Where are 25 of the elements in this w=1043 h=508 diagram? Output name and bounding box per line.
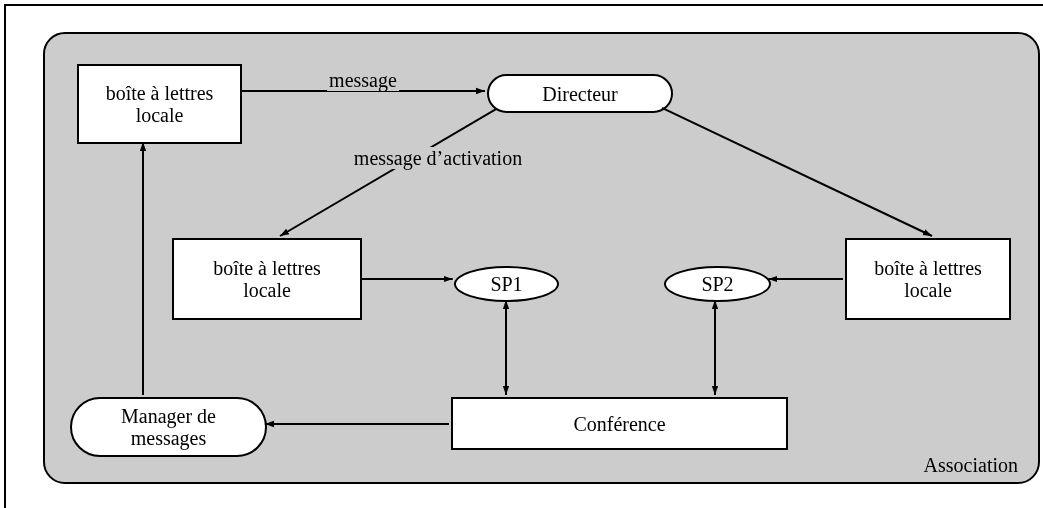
panel-title: Association: [923, 455, 1018, 475]
node-label: boîte à lettres locale: [873, 257, 983, 301]
node-label: boîte à lettres locale: [104, 82, 215, 126]
process-box: [77, 64, 242, 144]
node-label: Conférence: [572, 412, 667, 435]
node-label: Manager de messages: [120, 405, 217, 449]
rounded-box: [487, 74, 673, 113]
arrow: [139, 141, 147, 396]
node-label: Directeur: [541, 82, 619, 105]
arrow: [661, 106, 933, 237]
association-panel: [43, 32, 1040, 484]
node-label: boîte à lettres locale: [212, 257, 322, 301]
rounded-box: [70, 397, 267, 457]
arrow: [711, 299, 719, 396]
node-label: SP2: [700, 273, 735, 295]
arrow: [239, 87, 486, 95]
arrow: [264, 420, 450, 428]
process-box: [845, 238, 1011, 320]
node-label: SP1: [489, 273, 524, 295]
arrow: [359, 275, 454, 283]
process-box: [451, 397, 788, 450]
arrow: [502, 299, 510, 396]
edge-label: message d’activation: [351, 147, 525, 169]
process-box: [172, 238, 362, 320]
arrow: [767, 275, 844, 283]
